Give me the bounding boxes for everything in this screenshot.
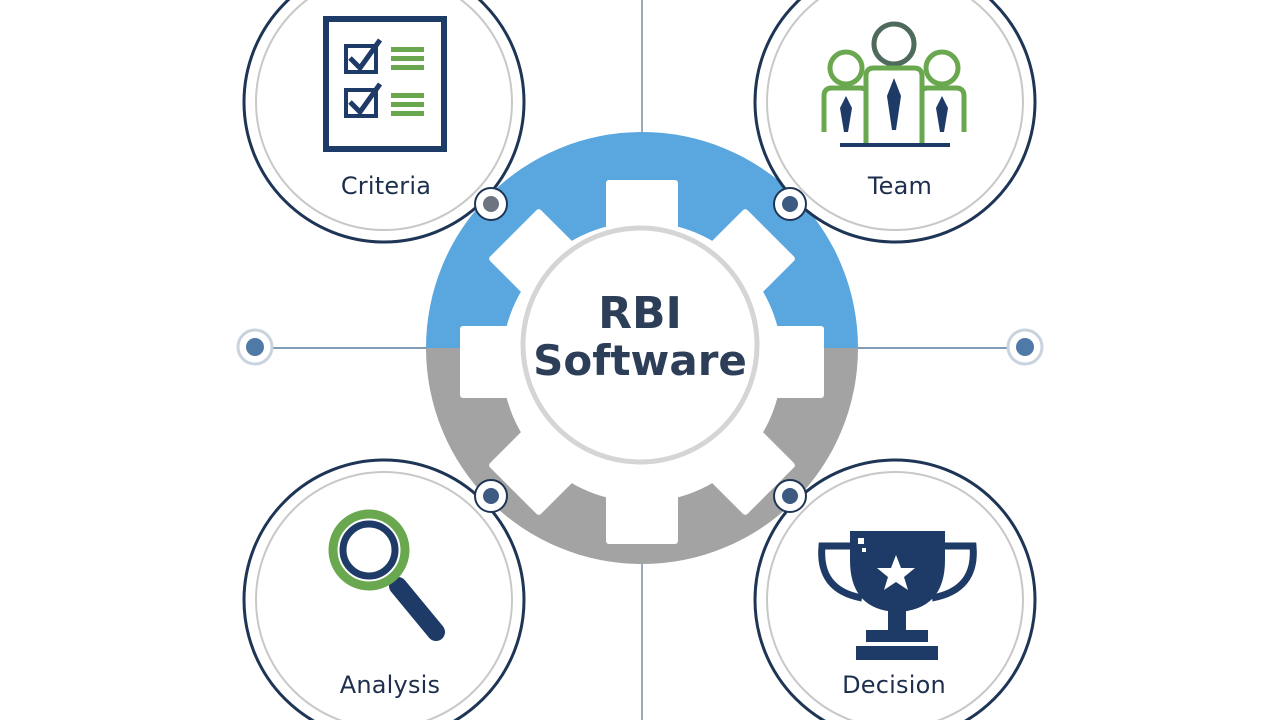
decision-label: Decision [842,671,946,699]
center-hub [520,225,760,465]
endpoint-left [236,328,274,366]
team-icon [821,21,967,147]
node-decision[interactable] [753,458,1037,720]
criteria-label: Criteria [340,172,432,200]
analysis-label: Analysis [339,671,441,699]
trophy-icon [818,531,977,660]
node-analysis[interactable] [242,458,526,720]
magnifying-glass-icon [328,509,445,641]
center-title-line-2: Software [533,336,747,385]
node-team[interactable] [753,0,1037,244]
endpoint-right [1006,328,1044,366]
center-title-line-1: RBI [598,288,682,339]
checklist-icon [323,16,447,152]
connector-lines [255,0,1025,720]
node-criteria[interactable] [242,0,526,244]
team-label: Team [867,172,933,200]
